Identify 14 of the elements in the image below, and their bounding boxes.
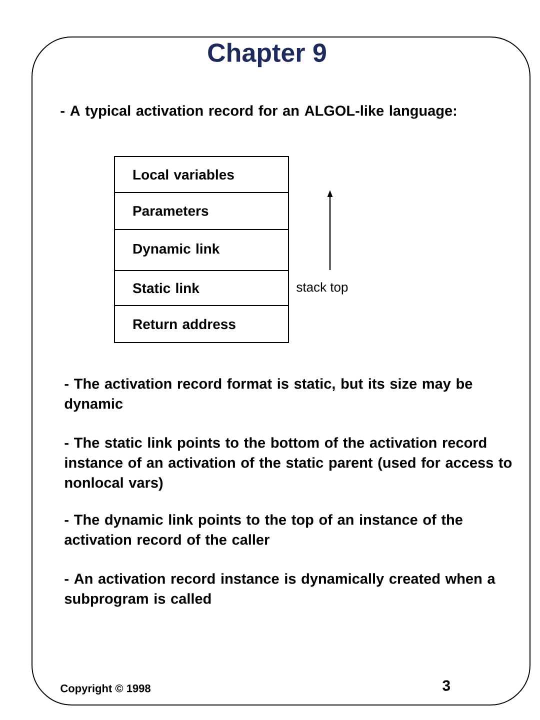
bullet-text: - The static link points to the bottom of the activation record instance of an activation of the static parent (used for access to nonlocal vars) [64, 437, 512, 491]
stack-cell: Static link [114, 270, 289, 306]
page-number: 3 [442, 680, 450, 691]
bullet-text: - The dynamic link points to the top of an instance of the activation record of the caller [64, 514, 462, 545]
stack-cell: Local variables [114, 156, 289, 193]
stack-cell: Return address [114, 305, 289, 343]
copyright-note: Copyright © 1998 [60, 684, 150, 694]
stack-cell: Parameters [114, 192, 289, 230]
slide-title: Chapter 9 [208, 42, 326, 68]
bullet-text: - The activation record format is static, but its size may be dynamic [64, 378, 472, 412]
bullet-text: - A typical activation record for an ALGOL-like language: [60, 105, 456, 119]
stack-cell: Dynamic link [114, 229, 289, 271]
stack-top-label: stack top [296, 282, 348, 294]
bullet-text: - An activation record instance is dynamically created when a subprogram is called [64, 573, 496, 607]
